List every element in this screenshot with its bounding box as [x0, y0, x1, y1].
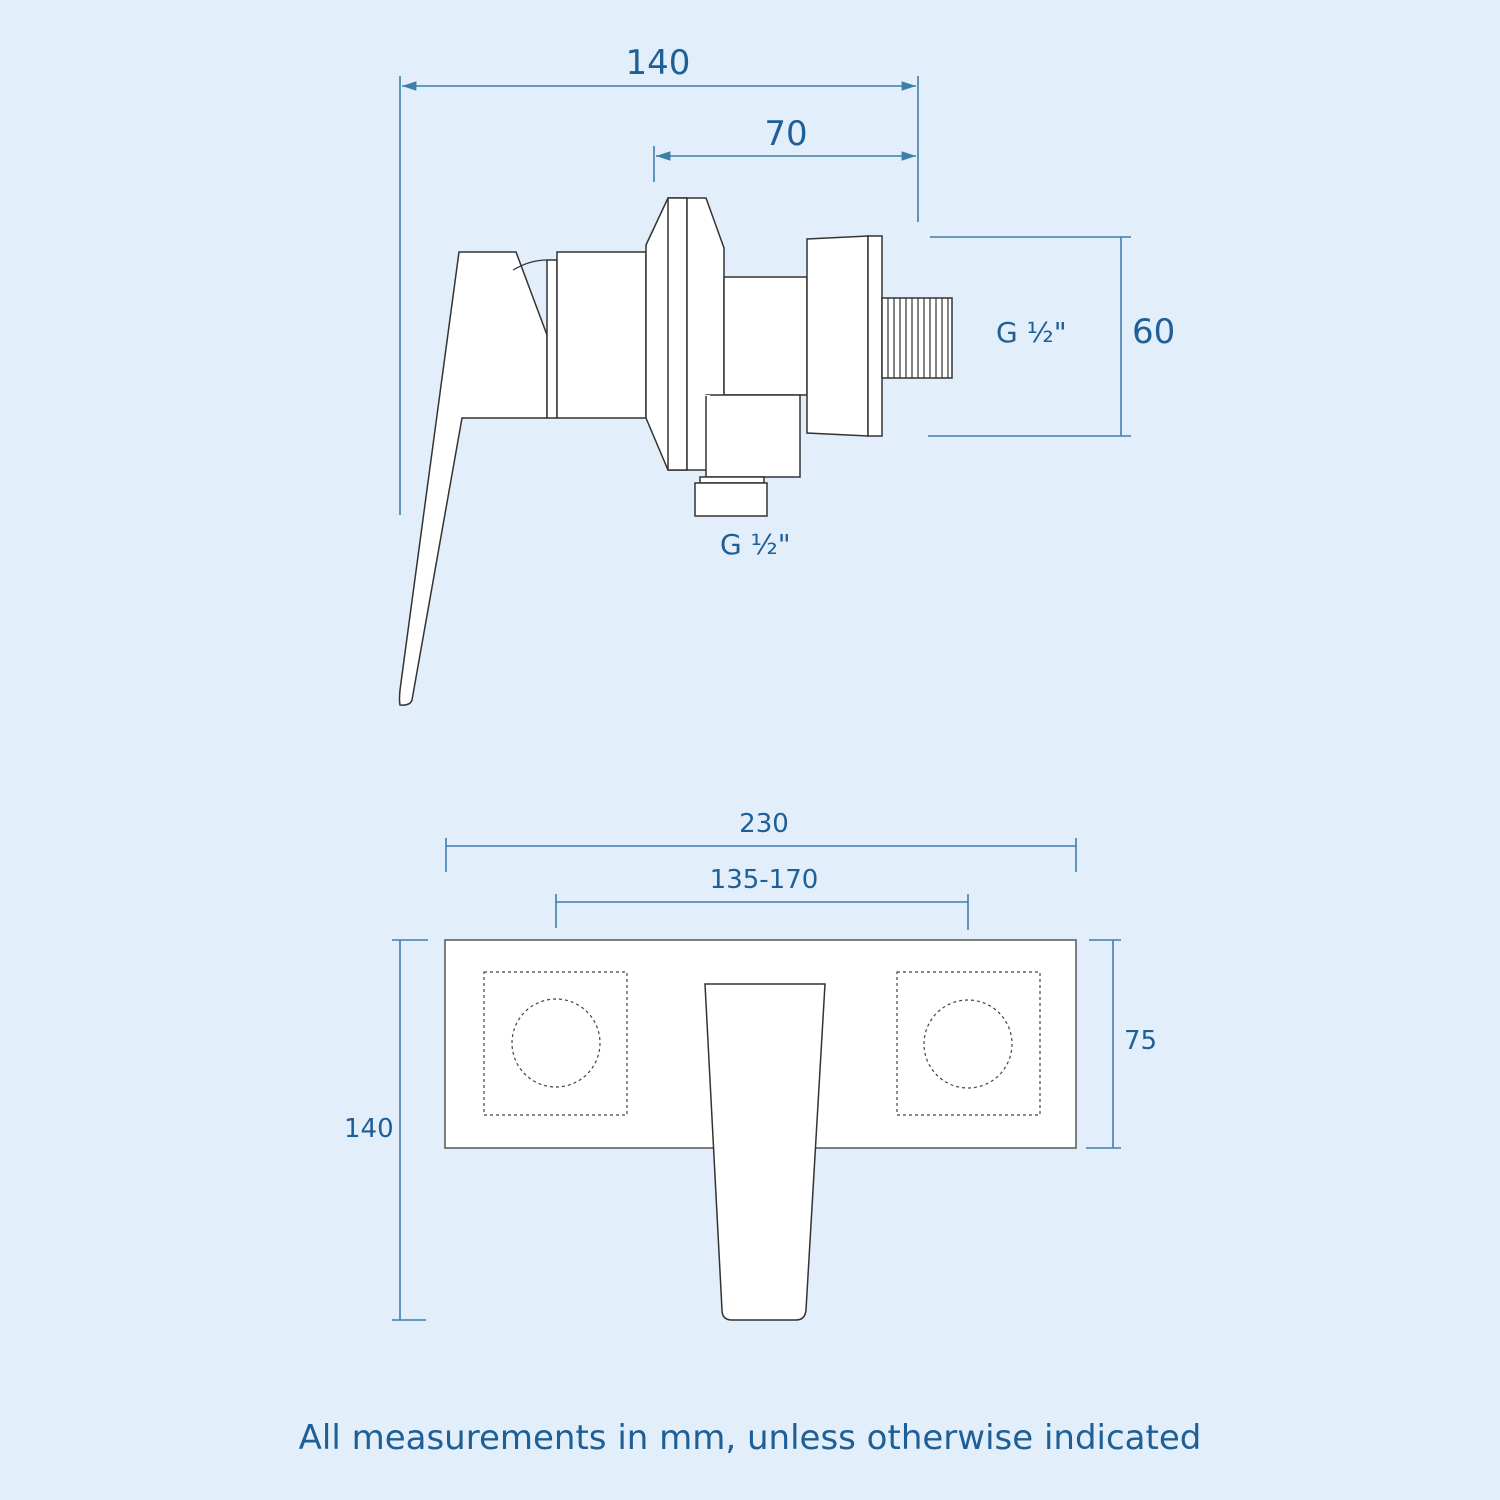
bottom-outlet-label: G ½"	[720, 528, 791, 561]
side-view: 140 70 60	[398, 43, 1175, 706]
dim-label-140-vertical: 140	[344, 1114, 394, 1144]
dim-label-70: 70	[764, 114, 807, 154]
dim-plate-height: 75	[1086, 939, 1157, 1149]
wall-plate	[806, 235, 869, 437]
dim-label-135-170: 135-170	[710, 865, 819, 895]
dim-label-140: 140	[626, 43, 691, 83]
valve-body	[398, 197, 953, 706]
dim-label-75: 75	[1124, 1026, 1157, 1056]
lever-handle	[398, 251, 548, 706]
dim-wall-plate-height: 60	[928, 236, 1175, 437]
lever-handle-front	[704, 983, 826, 1321]
dim-handle-to-wall: 70	[653, 114, 916, 182]
cartridge-body	[556, 251, 647, 419]
dim-overall-height: 140	[344, 939, 428, 1321]
threaded-inlet	[881, 297, 953, 379]
right-inlet-outline	[896, 971, 1041, 1116]
left-inlet-outline	[483, 971, 628, 1116]
bottom-outlet-block	[705, 394, 801, 478]
bottom-outlet-nut	[694, 482, 768, 517]
dim-label-230: 230	[739, 809, 789, 839]
dim-label-60: 60	[1132, 312, 1175, 352]
dim-centres: 135-170	[555, 865, 969, 930]
dim-overall-depth: 140	[399, 43, 919, 515]
rear-inlet-label: G ½"	[996, 316, 1067, 349]
dim-plate-width: 230	[445, 809, 1077, 872]
front-view: 230 135-170 140 75	[344, 809, 1157, 1321]
measurement-note: All measurements in mm, unless otherwise…	[298, 1418, 1202, 1458]
